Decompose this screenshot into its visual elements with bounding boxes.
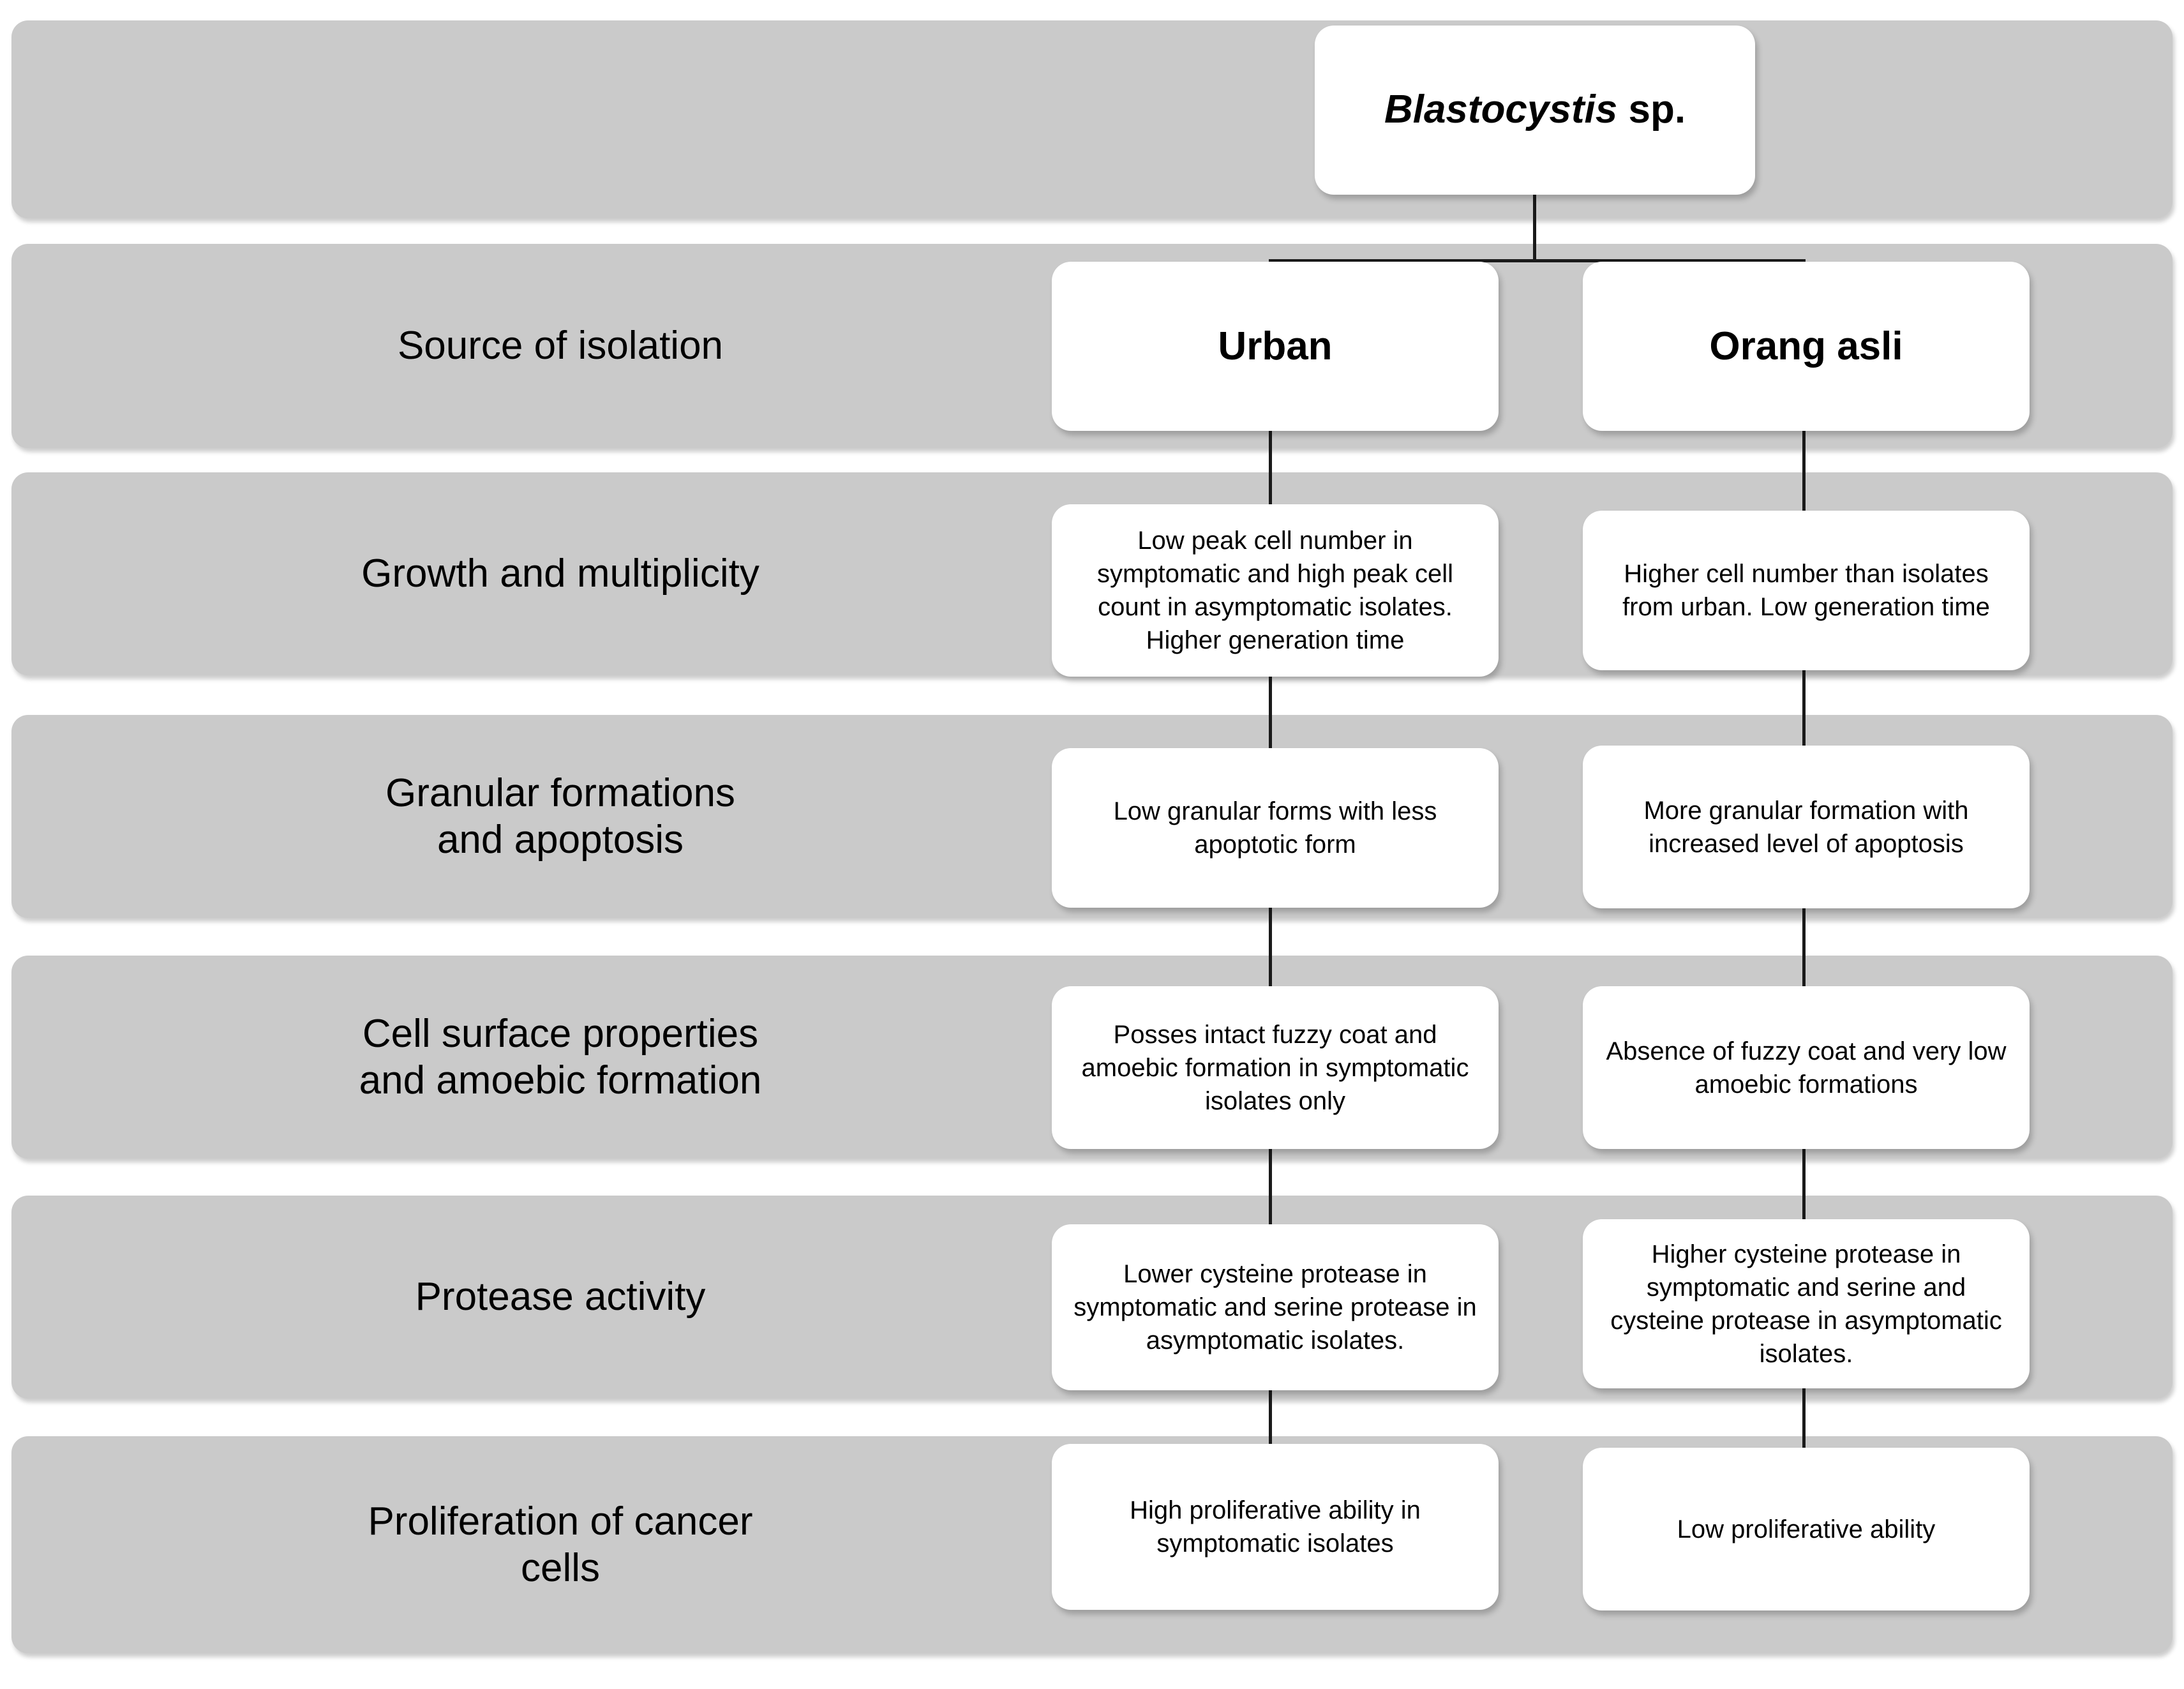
row-label-proliferation-of-cancer-cells: Proliferation of cancer cells	[368, 1499, 753, 1590]
card-orang-asli-granular-formations-and-apoptosis-text: More granular formation with increased l…	[1643, 796, 1969, 858]
card-orang-asli-growth-and-multiplicity: Higher cell number than isolates from ur…	[1583, 511, 2030, 670]
column-header-orang-asli-label: Orang asli	[1709, 324, 1903, 368]
row-label-granular-formations-and-apoptosis: Granular formations and apoptosis	[385, 770, 735, 862]
column-header-urban-label: Urban	[1218, 324, 1333, 368]
card-urban-protease-activity-text: Lower cysteine protease in symptomatic a…	[1073, 1260, 1477, 1355]
band-title-row	[11, 20, 2173, 218]
card-urban-growth-and-multiplicity-text: Low peak cell number in symptomatic and …	[1096, 527, 1454, 654]
card-urban-growth-and-multiplicity: Low peak cell number in symptomatic and …	[1052, 504, 1499, 677]
title-species-suffix: sp.	[1617, 87, 1686, 132]
card-urban-proliferation-of-cancer-cells-text: High proliferative ability in symptomati…	[1130, 1496, 1421, 1558]
connector-horizontal-bar	[1269, 259, 1805, 262]
card-orang-asli-proliferation-of-cancer-cells-text: Low proliferative ability	[1677, 1515, 1936, 1543]
row-label-cell-surface-properties-and-amoebic-formation: Cell surface properties and amoebic form…	[359, 1011, 762, 1102]
card-orang-asli-cell-surface-properties: Absence of fuzzy coat and very low amoeb…	[1583, 986, 2030, 1149]
card-urban-cell-surface-properties: Posses intact fuzzy coat and amoebic for…	[1052, 986, 1499, 1149]
title-genus: Blastocystis	[1384, 87, 1618, 132]
card-column-header-urban: Urban	[1052, 262, 1499, 431]
card-column-header-orang-asli: Orang asli	[1583, 262, 2030, 431]
card-urban-granular-formations-and-apoptosis: Low granular forms with less apoptotic f…	[1052, 748, 1499, 908]
title-text: Blastocystis sp.	[1331, 88, 1739, 131]
card-orang-asli-cell-surface-properties-text: Absence of fuzzy coat and very low amoeb…	[1606, 1037, 2007, 1099]
row-label-growth-and-multiplicity: Growth and multiplicity	[361, 552, 759, 596]
card-urban-protease-activity: Lower cysteine protease in symptomatic a…	[1052, 1224, 1499, 1390]
row-label-source-of-isolation: Source of isolation	[397, 324, 724, 368]
card-urban-granular-formations-and-apoptosis-text: Low granular forms with less apoptotic f…	[1113, 797, 1437, 859]
card-orang-asli-growth-and-multiplicity-text: Higher cell number than isolates from ur…	[1622, 560, 1990, 621]
card-orang-asli-granular-formations-and-apoptosis: More granular formation with increased l…	[1583, 746, 2030, 908]
card-urban-proliferation-of-cancer-cells: High proliferative ability in symptomati…	[1052, 1444, 1499, 1610]
connector-title-stem	[1533, 191, 1536, 262]
card-orang-asli-protease-activity: Higher cysteine protease in symptomatic …	[1583, 1219, 2030, 1388]
card-urban-cell-surface-properties-text: Posses intact fuzzy coat and amoebic for…	[1081, 1020, 1469, 1115]
card-orang-asli-protease-activity-text: Higher cysteine protease in symptomatic …	[1610, 1240, 2002, 1368]
card-orang-asli-proliferation-of-cancer-cells: Low proliferative ability	[1583, 1448, 2030, 1610]
row-label-protease-activity: Protease activity	[415, 1275, 706, 1319]
card-blastocystis-sp: Blastocystis sp.	[1315, 26, 1755, 195]
